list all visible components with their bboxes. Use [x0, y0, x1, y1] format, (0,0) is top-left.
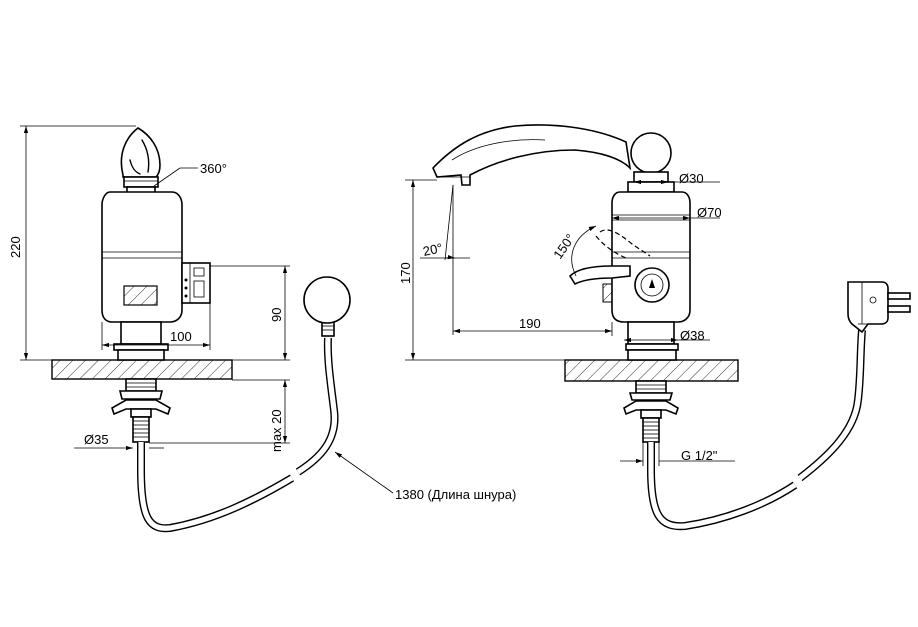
label-nut-diameter: Ø35: [84, 432, 109, 447]
label-handle-diameter: Ø30: [679, 171, 704, 186]
tap-body-side: [432, 124, 691, 361]
label-height-total: 220: [8, 236, 23, 258]
label-max-thickness: max 20: [269, 409, 284, 452]
tap-body-front: [101, 127, 211, 361]
label-lever-angle: 150°: [550, 231, 578, 262]
dimensions-side: [405, 179, 735, 466]
side-view: 20° 170 150° Ø30 Ø70 190 Ø38 G 1/2": [398, 124, 911, 531]
dimensions-front: [20, 125, 394, 494]
label-spout-reach: 190: [519, 316, 541, 331]
label-body-diameter: Ø70: [697, 205, 722, 220]
countertop-right: [564, 359, 739, 382]
label-cord-length: 1380 (Длина шнура): [395, 487, 516, 502]
fastening-side: [623, 380, 679, 443]
power-cord-side: [647, 281, 911, 531]
label-height-body: 90: [269, 308, 284, 322]
front-view: 360° 220 90 100 max 20 Ø35 1380 (Длина ш…: [8, 125, 516, 533]
label-spout-angle: 20°: [422, 240, 444, 259]
label-base-diameter: Ø38: [680, 328, 705, 343]
label-height-spout: 170: [398, 262, 413, 284]
label-thread: G 1/2": [681, 448, 718, 463]
label-rotation: 360°: [200, 161, 227, 176]
power-cord-front: [137, 276, 351, 533]
label-width-body: 100: [170, 329, 192, 344]
countertop-left: [51, 359, 233, 380]
fastening-front: [111, 378, 171, 443]
